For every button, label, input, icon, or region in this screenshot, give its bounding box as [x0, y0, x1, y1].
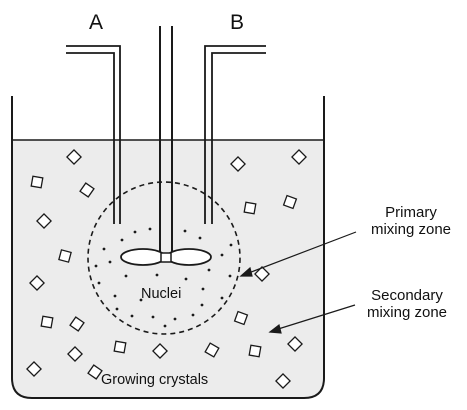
secondary-zone-label-line-2: mixing zone: [366, 303, 448, 321]
inlet-a-label: A: [89, 11, 104, 34]
primary-mixing-zone-label: Primary mixing zone: [357, 204, 465, 239]
nuclei-particles: [94, 227, 233, 328]
inlet-b-label: B: [230, 11, 245, 34]
feed-pipe-a: [66, 45, 121, 224]
callout-arrows: [239, 231, 357, 334]
secondary-zone-arrowhead: [268, 323, 282, 334]
vessel-wall: [11, 96, 325, 399]
impeller: [120, 248, 212, 266]
primary-zone-label-line-1: Primary: [385, 204, 437, 221]
feed-pipe-b: [204, 45, 266, 224]
growing-crystals-label: Growing crystals: [101, 372, 209, 388]
primary-zone-arrow: [245, 231, 357, 275]
growing-crystal-particles: [26, 149, 307, 389]
liquid-body: [12, 140, 324, 398]
secondary-zone-arrow: [274, 304, 356, 331]
secondary-zone-label-line-1: Secondary: [371, 287, 443, 304]
primary-mixing-zone-boundary: [87, 181, 241, 335]
primary-zone-label-line-2: mixing zone: [370, 220, 452, 238]
nuclei-label: Nuclei: [141, 286, 182, 302]
primary-zone-arrowhead: [239, 266, 253, 277]
secondary-mixing-zone-label: Secondary mixing zone: [349, 287, 465, 322]
